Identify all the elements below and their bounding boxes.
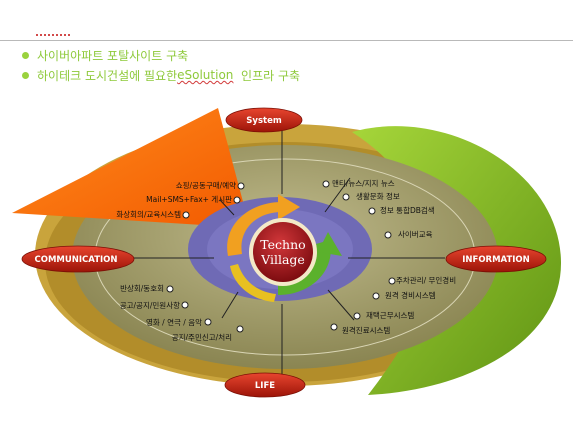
bullet-text-spellcheck: eSolution — [177, 68, 234, 82]
item-label: 원격 경비시스템 — [385, 290, 436, 300]
bullet-dot-icon — [22, 71, 29, 79]
bullet-item: 하이테크 도시건설에 필요한 eSolution 인프라 구축 — [22, 66, 300, 84]
bullet-item: 사이버아파트 포탈사이트 구축 — [22, 46, 300, 64]
item-label: 화상회의/교육시스템 — [116, 209, 181, 219]
bullet-list: 사이버아파트 포탈사이트 구축 하이테크 도시건설에 필요한 eSolution… — [22, 46, 300, 86]
item-medical: 원격진료시스템 — [330, 323, 390, 335]
item-label: 영화 / 연극 / 음악 — [146, 317, 202, 327]
item-mail: Mail+SMS+Fax+ 게시판 — [146, 194, 241, 204]
cycle-arrow-green-head — [318, 232, 342, 256]
bullet-text: 인프라 구축 — [233, 68, 301, 83]
pill-life: LIFE — [224, 372, 306, 398]
item-label: Mail+SMS+Fax+ 게시판 — [146, 194, 232, 204]
pill-system-label: System — [246, 116, 282, 126]
pill-information: INFORMATION — [445, 245, 547, 273]
pill-communication: COMMUNICATION — [21, 245, 135, 273]
item-label: 쇼핑/공동구매/예약 — [176, 180, 236, 190]
item-label: 맨티/뉴스/지지 뉴스 — [332, 179, 395, 188]
item-label: 원격진료시스템 — [342, 325, 390, 335]
item-label: 주차관리/ 무인경비 — [396, 275, 456, 285]
cycle-arrow-orange-head — [278, 194, 300, 220]
item-security: 원격 경비시스템 — [372, 290, 436, 300]
header-divider — [0, 40, 573, 41]
item-label: 재택근무시스템 — [366, 310, 414, 320]
item-conference: 화상회의/교육시스템 — [116, 209, 190, 219]
item-news: 맨티/뉴스/지지 뉴스 — [322, 179, 395, 188]
item-parking: 주차관리/ 무인경비 — [388, 275, 456, 285]
item-label: 공지/주민신고/처리 — [172, 332, 232, 342]
item-life-info: 생활문화 정보 — [342, 191, 400, 201]
item-db: 정보 통합DB검색 — [368, 205, 435, 215]
item-label: 공고/공지/민원사항 — [120, 300, 180, 310]
cycle-arrow-green — [278, 240, 331, 295]
item-label: 정보 통합DB검색 — [380, 205, 435, 215]
bullet-dot-icon — [22, 51, 29, 59]
spellcheck-mark — [36, 30, 70, 36]
bullet-text: 하이테크 도시건설에 필요한 — [37, 68, 178, 83]
center-title-line1: Techno — [260, 237, 305, 252]
item-cyber: 사이버교육 — [384, 229, 433, 239]
item-shopping: 쇼핑/공동구매/예약 — [176, 180, 245, 190]
item-label: 사이버교육 — [398, 229, 433, 239]
orange-segment — [12, 108, 250, 228]
center-circle — [253, 222, 313, 282]
item-report: 공지/주민신고/처리 — [172, 325, 244, 342]
item-label: 반상회/동호회 — [120, 283, 164, 293]
pill-information-label: INFORMATION — [462, 255, 530, 265]
item-notice: 공고/공지/민원사항 — [120, 300, 189, 310]
pill-communication-label: COMMUNICATION — [34, 255, 117, 265]
item-label: 생활문화 정보 — [356, 191, 400, 201]
center-title-line2: Village — [260, 252, 305, 267]
pill-life-label: LIFE — [255, 381, 275, 391]
bullet-text: 사이버아파트 포탈사이트 구축 — [37, 48, 189, 63]
item-video: 영화 / 연극 / 음악 — [146, 317, 212, 327]
cycle-arrow-yellow — [230, 264, 276, 302]
axis-lines — [130, 130, 445, 374]
item-community: 반상회/동호회 — [120, 283, 174, 293]
cycle-arrow-orange — [227, 202, 282, 256]
item-home: 재택근무시스템 — [353, 310, 414, 320]
pill-system: System — [225, 107, 303, 133]
